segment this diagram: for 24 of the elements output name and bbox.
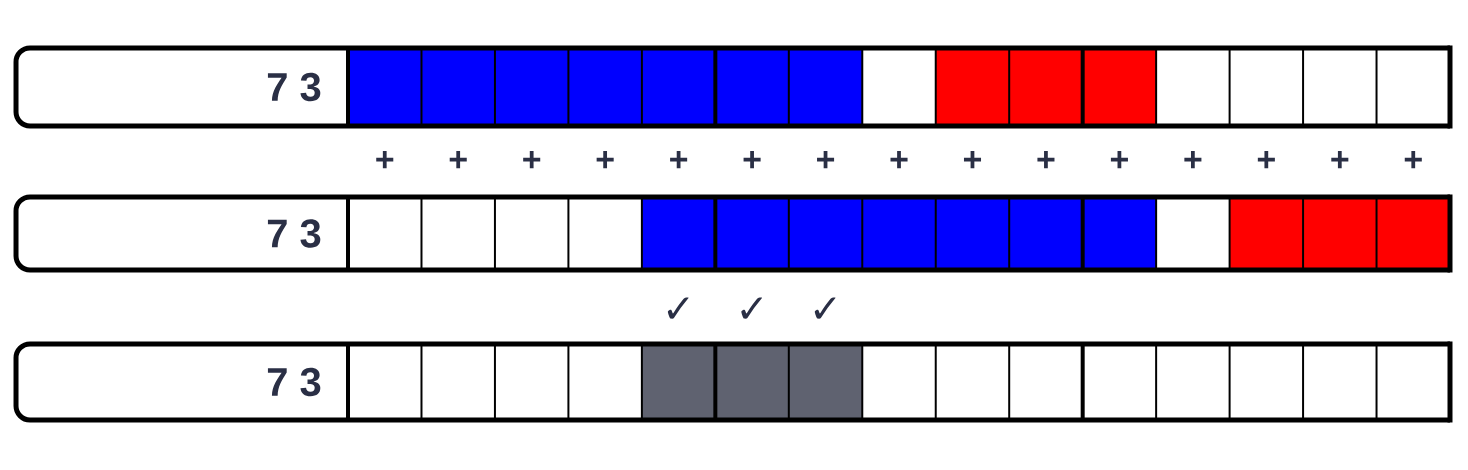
plus-sign: + <box>817 151 835 169</box>
plus-sign: + <box>1110 151 1128 169</box>
plus-sign: + <box>1257 151 1275 169</box>
number-bar: 7 3 <box>13 45 1453 129</box>
check-mark: ✓ <box>741 297 762 319</box>
check-mark: ✓ <box>814 297 836 319</box>
plus-sign: + <box>890 151 908 169</box>
plus-sign: + <box>963 151 981 169</box>
plus-sign: + <box>523 151 541 169</box>
plus-sign: + <box>743 151 761 169</box>
node-label: 7 3 <box>267 367 321 397</box>
node-label: 7 3 <box>267 72 321 102</box>
plus-sign: + <box>596 151 614 169</box>
plus-sign: + <box>1184 151 1202 169</box>
plus-sign: + <box>1331 151 1349 169</box>
plus-sign: + <box>670 151 688 169</box>
number-bar: 7 3 <box>13 194 1453 273</box>
plus-sign: + <box>376 151 394 169</box>
plus-sign: + <box>1404 151 1422 169</box>
plus-sign: + <box>449 151 467 169</box>
plus-sign: + <box>1037 151 1055 169</box>
node-label: 7 3 <box>267 219 321 248</box>
number-bar: 7 3 <box>13 341 1453 423</box>
check-mark: ✓ <box>667 297 689 319</box>
